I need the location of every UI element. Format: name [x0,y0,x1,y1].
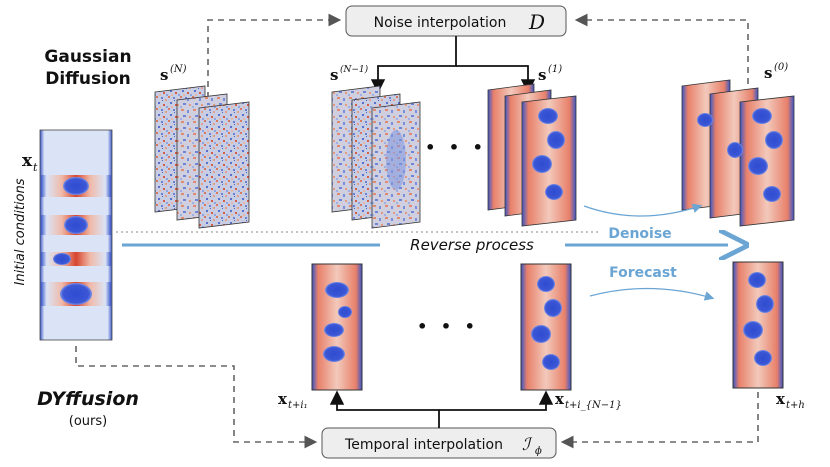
svg-text:x: x [22,151,33,171]
arrow-noise-to-s1 [456,65,536,94]
svg-text:x: x [278,390,288,408]
arrow-temporal-to-x-ti1 [329,390,440,428]
s-N-label: s (N) [160,64,187,84]
ellipsis-bottom: • • • [417,317,479,336]
temporal-interpolation-symbol: ℐ [522,435,533,455]
noise-interpolation-box: Noise interpolation D [345,5,567,37]
dashed-link-xt-to-temporal [75,346,318,449]
initial-conditions-label: Initial conditions [13,178,28,285]
stack-s0 [681,79,795,227]
arrow-temporal-to-x-tiN1 [439,390,554,411]
arrow-noise-to-sN1 [370,36,457,94]
svg-text:t+i_{N−1}: t+i_{N−1} [565,400,622,411]
dashed-link-xth-to-temporal [560,392,759,449]
gaussian-label-line1: Gaussian [44,47,131,67]
forecast-arrow [589,287,715,301]
noise-interpolation-symbol: D [528,10,545,34]
svg-text:s: s [160,66,168,84]
temporal-interpolation-label: Temporal interpolation [344,437,503,453]
s-1-label: s (1) [538,64,562,84]
svg-text:(N): (N) [170,64,187,75]
gaussian-label-line2: Diffusion [45,69,131,89]
temporal-interpolation-box: Temporal interpolation ℐ ϕ [321,427,557,459]
ours-label: (ours) [69,414,107,429]
svg-text:s: s [764,64,772,82]
reverse-process-label: Reverse process [410,236,534,254]
svg-text:s: s [538,66,546,84]
noise-stack-sN1 [331,85,421,229]
field-x-t-i1 [311,263,363,391]
s-N-minus-1-label: s (N−1) [330,64,369,84]
dashed-link-s0-to-noise [574,13,749,84]
dashed-link-sN-to-noise [207,13,342,98]
svg-text:t+h: t+h [786,400,805,411]
svg-text:(N−1): (N−1) [340,64,369,75]
svg-text:t+i₁: t+i₁ [288,400,308,411]
x-t-iN1-label: x t+i_{N−1} [555,390,622,411]
initial-condition-field [39,129,113,341]
noise-interpolation-label: Noise interpolation [374,15,507,31]
s-0-label: s (0) [764,62,788,82]
field-x-t-h [732,261,784,389]
x-t-h-label: x t+h [776,390,805,411]
x-t-i1-label: x t+i₁ [278,390,308,411]
denoise-label: Denoise [608,226,671,242]
x-t-label: x t [22,151,38,174]
field-x-t-iN1 [520,263,572,391]
ellipsis-top: • • • [425,138,487,157]
dyffusion-label: DYffusion [37,388,139,410]
svg-text:s: s [330,66,338,84]
svg-text:x: x [555,390,565,408]
svg-text:(0): (0) [774,62,788,73]
stack-s1 [487,83,577,227]
forecast-label: Forecast [609,265,677,281]
svg-text:(1): (1) [548,64,562,75]
svg-text:x: x [776,390,786,408]
temporal-interpolation-subscript: ϕ [535,446,542,457]
noise-stack-sN [154,85,250,229]
denoise-arrow [583,203,703,217]
svg-text:t: t [33,161,38,174]
